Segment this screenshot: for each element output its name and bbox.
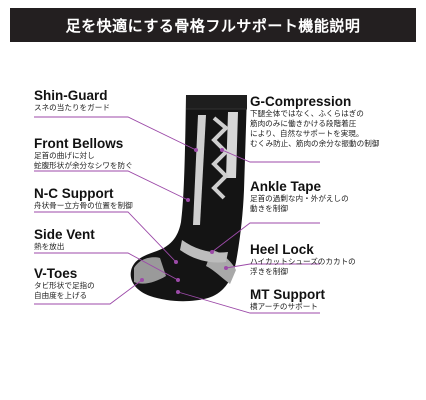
line-g-compression — [221, 149, 320, 163]
line-ankle-tape — [211, 222, 320, 253]
feature-desc: 下腿全体ではなく、ふくらはぎの — [250, 109, 364, 118]
feature-desc: 足首の過剰な内・外がえしの — [250, 194, 349, 203]
feature-shin-guard: Shin-Guard スネの当たりをガード — [34, 88, 110, 113]
line-side-vent — [34, 252, 179, 281]
feature-desc: 横アーチのサポート — [250, 302, 318, 311]
feature-heel-lock: Heel Lock ハイカットシューズのカカトの 浮きを制御 — [250, 242, 356, 277]
feature-desc: ハイカットシューズのカカトの — [250, 257, 356, 266]
feature-desc: により、自然なサポートを実現。 — [250, 129, 364, 138]
compression-zigzag — [211, 116, 229, 200]
feature-desc: 自由度を上げる — [34, 291, 88, 300]
feature-title: Shin-Guard — [34, 88, 108, 103]
feature-title: G-Compression — [250, 94, 352, 109]
feature-desc: 浮きを制御 — [250, 267, 288, 276]
feature-title: V-Toes — [34, 266, 78, 281]
feature-g-compression: G-Compression 下腿全体ではなく、ふくらはぎの 筋肉のみに働きかける… — [250, 94, 379, 149]
line-front-bellows — [34, 170, 189, 201]
header-title: 足を快適にする骨格フルサポート機能説明 — [65, 16, 361, 35]
feature-front-bellows: Front Bellows 足首の曲げに対し 蛇腹形状が余分なシワを防ぐ — [34, 136, 133, 171]
feature-side-vent: Side Vent 熱を放出 — [34, 227, 95, 252]
shin-stripe — [193, 115, 206, 225]
feature-desc: 動きを制御 — [250, 204, 288, 213]
calf-stripe — [226, 112, 238, 178]
feature-desc: むくみ防止、筋肉の余分な振動の制御 — [250, 139, 380, 148]
feature-title: Ankle Tape — [250, 179, 322, 194]
feature-desc: 熱を放出 — [34, 242, 65, 251]
line-shin-guard — [34, 116, 197, 151]
line-v-toes — [34, 279, 143, 305]
dot-front-bellows — [186, 198, 190, 202]
sock-cuff — [186, 95, 247, 109]
feature-mt-support: MT Support 横アーチのサポート — [250, 287, 325, 312]
feature-desc: スネの当たりをガード — [34, 103, 110, 112]
dot-mt-support — [176, 290, 180, 294]
feature-v-toes: V-Toes タビ形状で足指の 自由度を上げる — [34, 266, 95, 301]
feature-title: MT Support — [250, 287, 325, 302]
header-banner: 足を快適にする骨格フルサポート機能説明 — [10, 8, 416, 42]
feature-desc: 筋肉のみに働きかける段階着圧 — [250, 119, 357, 128]
dot-heel-lock — [224, 266, 228, 270]
dot-shin-guard — [194, 148, 198, 152]
feature-title: Side Vent — [34, 227, 95, 242]
feature-title: Front Bellows — [34, 136, 124, 151]
line-nc-support — [34, 211, 177, 263]
dot-v-toes — [140, 278, 144, 282]
feature-ankle-tape: Ankle Tape 足首の過剰な内・外がえしの 動きを制御 — [250, 179, 349, 214]
line-heel-lock — [225, 263, 320, 269]
line-mt-support — [177, 291, 320, 314]
feature-desc: 舟状骨ー立方骨の位置を制御 — [34, 201, 133, 210]
dot-side-vent — [176, 278, 180, 282]
ankle-band — [180, 240, 228, 263]
feature-title: N-C Support — [34, 186, 114, 201]
dot-g-compression — [220, 148, 224, 152]
feature-desc: 蛇腹形状が余分なシワを防ぐ — [34, 161, 133, 170]
feature-nc-support: N-C Support 舟状骨ー立方骨の位置を制御 — [34, 186, 133, 211]
feature-desc: 足首の曲げに対し — [34, 151, 95, 160]
toe-area — [134, 257, 166, 284]
feature-title: Heel Lock — [250, 242, 314, 257]
feature-desc: タビ形状で足指の — [34, 281, 95, 290]
dot-ankle-tape — [210, 250, 214, 254]
dot-nc-support — [174, 260, 178, 264]
